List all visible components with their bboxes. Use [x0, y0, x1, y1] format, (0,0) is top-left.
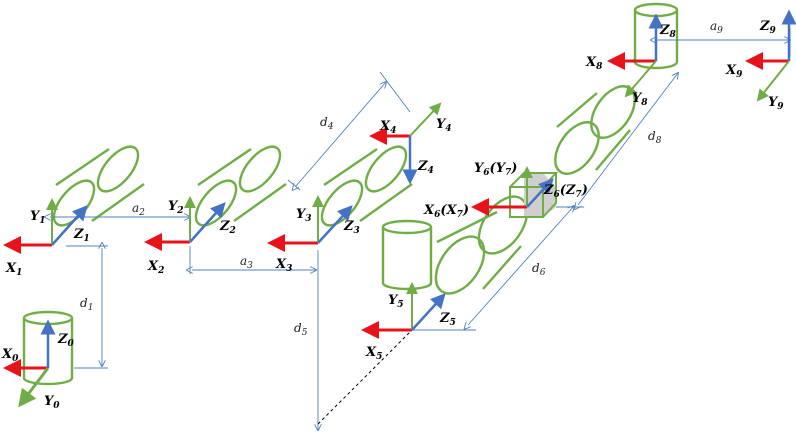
frame-8: X8 Y8 Z8: [585, 13, 677, 108]
x3-label: X3: [275, 257, 292, 274]
d5-label: d5: [294, 321, 308, 338]
d1-label: d1: [80, 296, 93, 313]
frame-6-7: X6(X7) Y6(Y7) Z6(Z7): [423, 161, 588, 220]
frame-4: X4 Y4 Z4: [369, 102, 452, 185]
z2-label: Z2: [219, 219, 236, 236]
d6-label: d6: [532, 261, 546, 278]
y5-label: Y5: [388, 293, 404, 310]
z5-axis-arrow: [411, 293, 446, 331]
z1-axis-arrow: [51, 205, 88, 246]
y0-axis-arrow: [18, 367, 50, 408]
x4-label: X4: [379, 119, 396, 136]
a3-label: a3: [240, 254, 253, 271]
y3-label: Y3: [296, 207, 312, 224]
y9-axis-arrow: [756, 60, 790, 102]
x6-label: X6(X7): [423, 203, 469, 220]
joint-3-cylinder: [320, 145, 413, 227]
z3-label: Z3: [343, 219, 360, 236]
x1-label: X1: [5, 261, 22, 278]
frame-2: X2 Y2 Z2: [144, 196, 236, 276]
frame-1: X1 Y1 Z1: [3, 198, 90, 278]
z5-label: Z5: [439, 311, 456, 328]
d4-label: d4: [320, 115, 334, 132]
y1-label: Y1: [30, 209, 46, 226]
joint-2-cylinder: [194, 145, 287, 227]
z8-label: Z8: [659, 23, 677, 40]
frame-0: X0 Y0 Z0: [1, 319, 75, 411]
a9-label: a9: [710, 19, 723, 36]
z6-axis-arrow: [526, 178, 554, 208]
z4-label: Z4: [417, 159, 434, 176]
z0-label: Z0: [57, 332, 75, 349]
x8-label: X8: [585, 55, 603, 72]
joint-5-upright-cylinder: [381, 219, 433, 291]
y4-axis-arrow: [409, 102, 442, 137]
x0-label: X0: [1, 347, 19, 364]
dimension-labels: d1 a2 a3 d4 d5 d6 d8 a9: [80, 19, 723, 338]
y9-label: Y9: [768, 95, 784, 112]
y4-label: Y4: [436, 117, 452, 134]
y6-label: Y6(Y7): [474, 161, 517, 178]
frame-9: X9 Y9 Z9: [725, 9, 796, 112]
x2-label: X2: [147, 259, 164, 276]
x9-label: X9: [725, 63, 743, 80]
d8-label: d8: [648, 129, 662, 146]
z6-label: Z6(Z7): [543, 183, 588, 200]
z2-axis-arrow: [189, 202, 226, 243]
joint-1-cylinder: [52, 145, 145, 227]
a2-label: a2: [132, 201, 145, 218]
z3-axis-arrow: [317, 205, 353, 244]
y8-axis-arrow: [624, 60, 657, 98]
z9-label: Z9: [759, 19, 777, 36]
y0-label: Y0: [44, 394, 60, 411]
frame-5: X5 Y5 Z5: [361, 282, 456, 362]
z1-label: Z1: [73, 227, 90, 244]
frame-3: X3 Y3 Z3: [267, 195, 360, 274]
dimension-lines: [50, 28, 790, 430]
y8-label: Y8: [632, 91, 648, 108]
y2-label: Y2: [168, 199, 184, 216]
x5-label: X5: [365, 345, 382, 362]
